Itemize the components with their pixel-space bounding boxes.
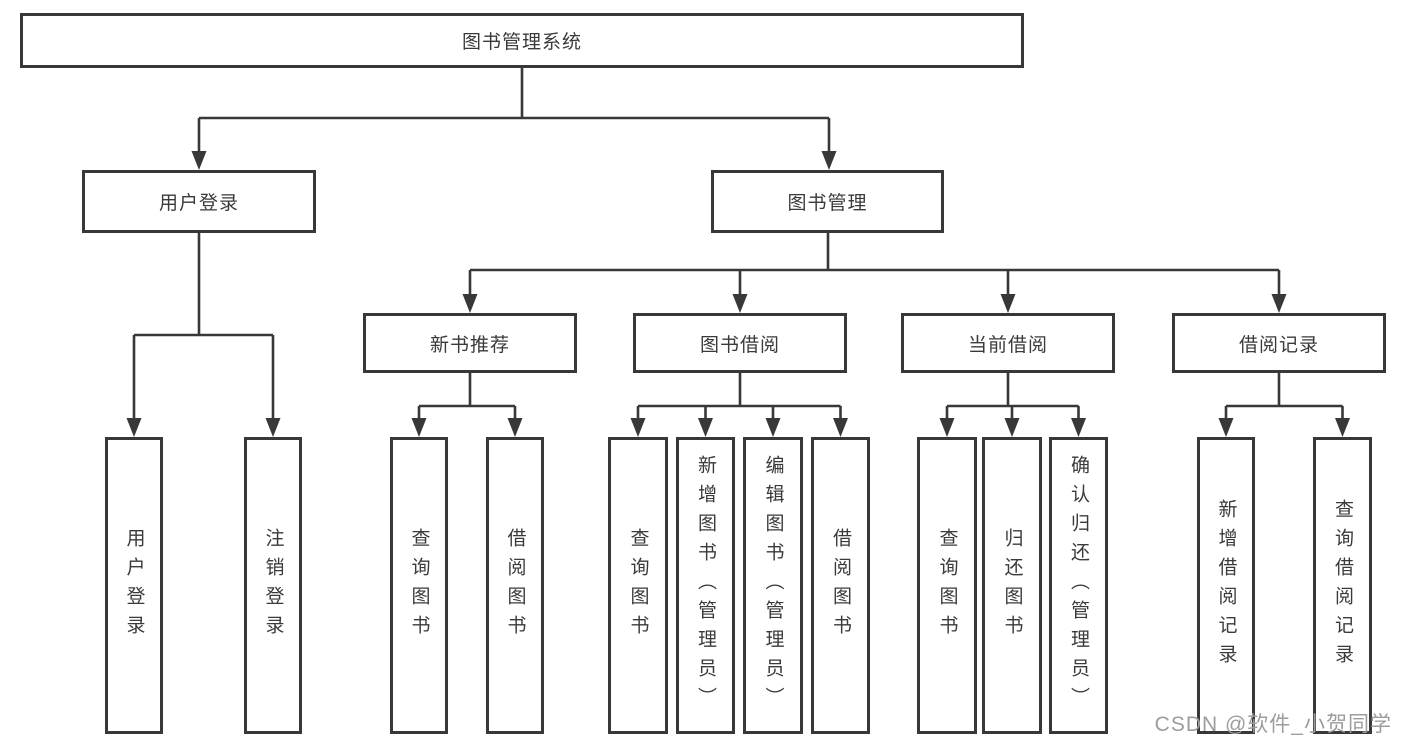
arrowhead-icon: [462, 294, 478, 313]
arrowhead-icon: [507, 418, 523, 437]
connector-path: [132, 68, 1344, 423]
node-leaf-add-book-admin-label: 新增图书（管理员）: [695, 455, 716, 716]
arrowhead-icon: [1335, 418, 1350, 437]
node-leaf-borrow-books-2-label: 借阅图书: [830, 527, 851, 644]
arrowhead-icon: [265, 418, 281, 437]
node-new-book-recommend-label: 新书推荐: [429, 334, 510, 356]
node-leaf-add-borrow-record-label: 新增借阅记录: [1215, 498, 1237, 673]
node-leaf-query-books-1-label: 查询图书: [408, 527, 430, 644]
node-leaf-query-books-2-label: 查询图书: [627, 527, 649, 644]
node-leaf-logout: 注销登录: [244, 437, 302, 734]
node-leaf-query-books-1: 查询图书: [390, 437, 448, 734]
node-library-management-system: 图书管理系统: [20, 13, 1024, 68]
arrowhead-icon: [191, 151, 207, 170]
arrowhead-icon: [630, 418, 646, 437]
arrowhead-icon: [833, 418, 848, 437]
node-leaf-query-books-3: 查询图书: [917, 437, 977, 734]
node-leaf-borrow-books-1: 借阅图书: [486, 437, 544, 734]
arrowhead-icon: [939, 418, 955, 437]
node-user-login-label: 用户登录: [158, 193, 239, 214]
arrowhead-icon: [1000, 294, 1016, 313]
arrowhead-icon: [698, 418, 713, 437]
node-leaf-return-book-label: 归还图书: [1001, 527, 1023, 644]
watermark-text: CSDN @软件_小贺同学: [1154, 713, 1392, 736]
node-leaf-confirm-return-admin: 确认归还（管理员）: [1049, 437, 1108, 734]
connector-lines: [126, 68, 1350, 437]
node-borrowing-records: 借阅记录: [1172, 313, 1386, 373]
node-leaf-query-borrow-record: 查询借阅记录: [1313, 437, 1372, 734]
arrowhead-icon: [1218, 418, 1234, 437]
node-leaf-user-login-label: 用户登录: [123, 527, 145, 644]
arrowhead-icon: [411, 418, 427, 437]
node-current-borrowing-label: 当前借阅: [967, 334, 1048, 356]
node-leaf-borrow-books-1-label: 借阅图书: [504, 527, 526, 644]
node-book-borrowing: 图书借阅: [633, 313, 847, 373]
arrowhead-icon: [765, 418, 781, 437]
node-book-management-label: 图书管理: [787, 193, 868, 214]
node-leaf-logout-label: 注销登录: [262, 527, 284, 644]
arrowhead-icon: [1271, 294, 1287, 313]
node-leaf-return-book: 归还图书: [982, 437, 1042, 734]
node-leaf-confirm-return-admin-label: 确认归还（管理员）: [1068, 455, 1089, 716]
node-library-management-system-label: 图书管理系统: [461, 32, 582, 53]
node-book-management: 图书管理: [711, 170, 944, 233]
node-user-login: 用户登录: [82, 170, 316, 233]
arrowhead-icon: [732, 294, 748, 313]
arrowhead-icon: [126, 418, 142, 437]
node-leaf-add-borrow-record: 新增借阅记录: [1197, 437, 1255, 734]
arrowhead-icon: [1071, 418, 1086, 437]
node-borrowing-records-label: 借阅记录: [1238, 334, 1319, 356]
node-book-borrowing-label: 图书借阅: [699, 334, 780, 356]
node-leaf-query-books-2: 查询图书: [608, 437, 668, 734]
node-leaf-edit-book-admin-label: 编辑图书（管理员）: [762, 455, 784, 716]
node-leaf-edit-book-admin: 编辑图书（管理员）: [743, 437, 803, 734]
node-new-book-recommend: 新书推荐: [363, 313, 577, 373]
node-leaf-add-book-admin: 新增图书（管理员）: [676, 437, 735, 734]
node-leaf-borrow-books-2: 借阅图书: [811, 437, 870, 734]
arrowhead-icon: [821, 151, 837, 170]
node-current-borrowing: 当前借阅: [901, 313, 1115, 373]
node-leaf-user-login: 用户登录: [105, 437, 163, 734]
arrowhead-icon: [1004, 418, 1020, 437]
node-leaf-query-borrow-record-label: 查询借阅记录: [1332, 498, 1353, 673]
node-leaf-query-books-3-label: 查询图书: [936, 527, 958, 644]
